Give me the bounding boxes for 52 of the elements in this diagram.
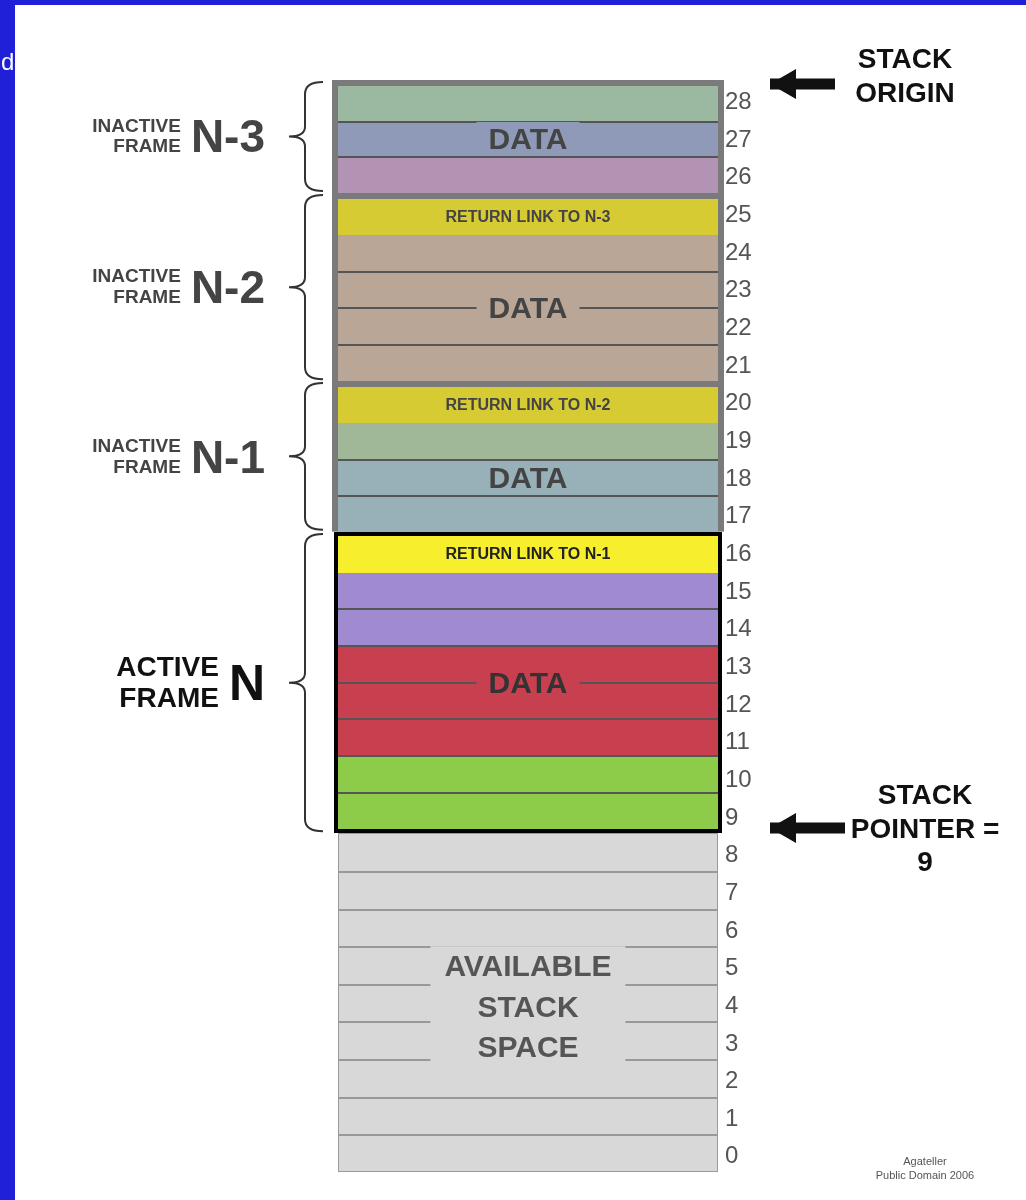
arrow <box>770 69 835 99</box>
slot-number: 13 <box>725 653 752 678</box>
slot-number: 20 <box>725 390 752 415</box>
slot-number: 19 <box>725 427 752 452</box>
slot-number: 10 <box>725 766 752 791</box>
annotation-label: STACK ORIGIN <box>835 42 975 110</box>
slot-number: 23 <box>725 277 752 302</box>
annotation-label: STACK POINTER = 9 <box>845 778 1005 879</box>
return-link-slot <box>338 535 718 573</box>
frame-label: INACTIVE FRAME <box>92 266 181 308</box>
data-block <box>338 235 718 382</box>
slot-number: 5 <box>725 955 739 980</box>
free-stack-area <box>338 833 718 1173</box>
credit-text: Public Domain 2006 <box>874 1169 976 1181</box>
frame-label: INACTIVE FRAME <box>92 115 181 158</box>
slot-number: 8 <box>725 842 739 867</box>
credit-text: Agateller <box>902 1155 948 1167</box>
slot-number: 15 <box>725 578 752 603</box>
slot-number: 12 <box>725 691 752 716</box>
slot-number: 22 <box>725 314 752 339</box>
slot-number: 24 <box>725 239 752 264</box>
frame-label: ACTIVE FRAME <box>116 651 219 714</box>
data-block <box>338 423 718 532</box>
return-link-slot <box>338 387 718 424</box>
slot-number: 16 <box>725 540 752 565</box>
slide-title-fragment: d <box>1 50 15 74</box>
arrow <box>770 813 845 843</box>
slot-number: 0 <box>725 1143 739 1168</box>
frame-label: INACTIVE FRAME <box>92 435 181 478</box>
frame-name: N-3 <box>190 109 265 164</box>
slot-number: 25 <box>725 201 752 226</box>
data-block <box>338 86 718 193</box>
slot-number: 4 <box>725 992 739 1017</box>
data-block <box>338 572 718 830</box>
slot-number: 7 <box>725 879 739 904</box>
slot-number: 18 <box>725 465 752 490</box>
slot-number: 11 <box>725 729 750 754</box>
frame-name: N <box>228 653 265 712</box>
slot-number: 14 <box>725 616 752 641</box>
slot-number: 3 <box>725 1030 739 1055</box>
frame-name: N-1 <box>190 429 265 484</box>
slot-number: 2 <box>725 1068 739 1093</box>
slot-number: 6 <box>725 917 739 942</box>
slot-number: 26 <box>725 164 752 189</box>
slot-number: 27 <box>725 126 752 151</box>
slot-number: 1 <box>725 1105 739 1130</box>
slot-number: 9 <box>725 804 739 829</box>
frame-name: N-2 <box>190 260 265 315</box>
slot-number: 21 <box>725 352 752 377</box>
slot-number: 28 <box>725 89 752 113</box>
slot-number: 17 <box>725 503 752 528</box>
return-link-slot <box>338 198 718 236</box>
